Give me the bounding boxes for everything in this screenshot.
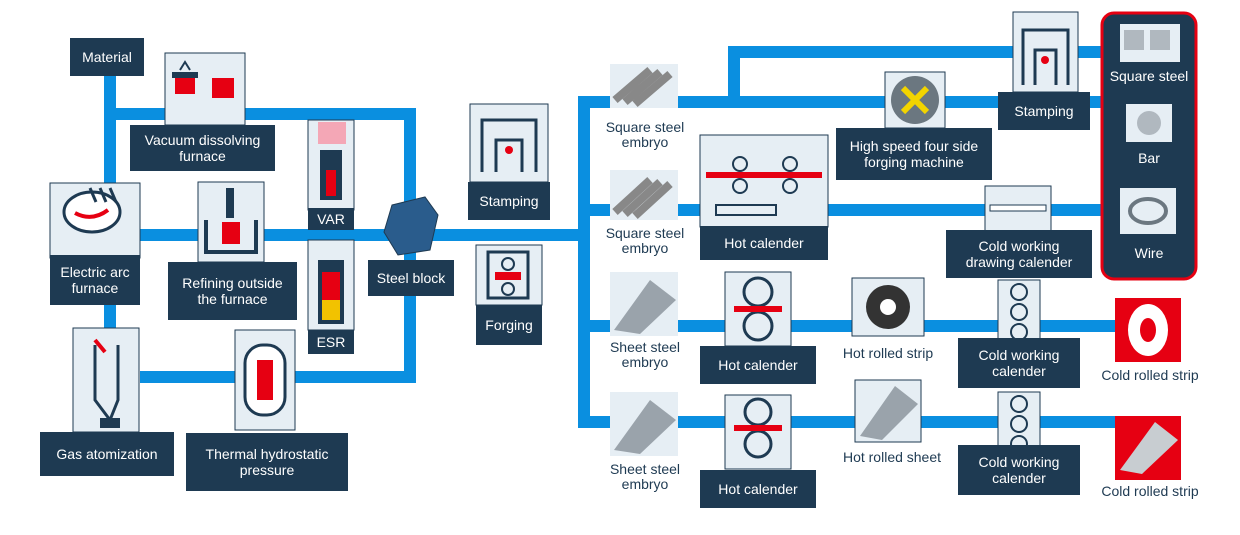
sheet-embryo-icon-1 xyxy=(610,272,678,336)
hot-calender-3-label: Hot calender xyxy=(700,470,816,508)
vacuum-furnace-label: Vacuum dissolving furnace xyxy=(130,125,275,171)
cold-working-1-icon xyxy=(997,279,1041,341)
electric-arc-furnace-icon xyxy=(49,182,141,259)
hot-rolled-sheet-label: Hot rolled sheet xyxy=(842,449,942,465)
cold-rolled-strip-1-icon xyxy=(1115,298,1181,362)
square-embryo-icon-1 xyxy=(610,64,678,108)
hot-rolled-sheet-icon xyxy=(854,379,922,443)
forging-label: Forging xyxy=(476,305,542,345)
square-embryo-1-label: Square steel embryo xyxy=(605,119,685,150)
thermal-hydrostatic-icon xyxy=(234,329,296,431)
gas-atomization-icon xyxy=(72,327,140,433)
hot-calender-1-icon xyxy=(699,134,829,228)
esr-icon xyxy=(307,239,355,331)
hot-calender-2-icon xyxy=(724,271,792,347)
refining-label: Refining outside the furnace xyxy=(168,262,297,320)
steel-block-icon xyxy=(383,196,439,256)
cold-drawing-label: Cold working drawing calender xyxy=(946,230,1092,278)
refining-icon xyxy=(197,181,265,263)
hot-rolled-strip-icon xyxy=(851,277,925,337)
square-embryo-2-label: Square steel embryo xyxy=(605,225,685,256)
cold-rolled-strip-2-label: Cold rolled strip xyxy=(1101,483,1199,499)
var-label: VAR xyxy=(308,208,354,230)
products-panel xyxy=(1100,11,1198,281)
high-speed-forging-label: High speed four side forging machine xyxy=(836,128,992,180)
sheet-embryo-1-label: Sheet steel embryo xyxy=(609,339,681,370)
square-embryo-icon-2 xyxy=(610,170,678,220)
icon-tiles xyxy=(49,11,1181,480)
esr-label: ESR xyxy=(308,330,354,354)
stamping-mid-icon xyxy=(469,103,549,183)
stamping-right-icon xyxy=(1012,11,1079,93)
stamping-right-label: Stamping xyxy=(998,92,1090,130)
sheet-embryo-2-label: Sheet steel embryo xyxy=(609,461,681,492)
steel-block-label: Steel block xyxy=(368,260,454,296)
cold-rolled-strip-1-label: Cold rolled strip xyxy=(1101,367,1199,383)
cold-working-2-icon xyxy=(997,391,1041,453)
forging-icon xyxy=(475,244,543,306)
material-label: Material xyxy=(70,38,144,76)
hot-calender-2-label: Hot calender xyxy=(700,346,816,384)
product-wire-label: Wire xyxy=(1134,245,1164,261)
thermal-hydrostatic-label: Thermal hydrostatic pressure xyxy=(186,433,348,491)
hot-rolled-strip-label: Hot rolled strip xyxy=(842,345,934,361)
cold-drawing-icon xyxy=(984,185,1052,233)
stamping-mid-label: Stamping xyxy=(468,182,550,220)
cold-working-1-label: Cold working calender xyxy=(958,338,1080,388)
electric-arc-furnace-label: Electric arc furnace xyxy=(50,255,140,305)
high-speed-forging-icon xyxy=(884,71,946,129)
hot-calender-3-icon xyxy=(724,394,792,470)
cold-rolled-strip-2-icon xyxy=(1115,416,1181,480)
var-icon xyxy=(307,119,355,211)
product-square-steel-label: Square steel xyxy=(1109,68,1189,84)
hot-calender-1-label: Hot calender xyxy=(700,226,828,260)
vacuum-furnace-icon xyxy=(164,52,246,126)
gas-atomization-label: Gas atomization xyxy=(40,432,174,476)
product-bar-label: Bar xyxy=(1138,150,1160,166)
sheet-embryo-icon-2 xyxy=(610,392,678,456)
cold-working-2-label: Cold working calender xyxy=(958,445,1080,495)
